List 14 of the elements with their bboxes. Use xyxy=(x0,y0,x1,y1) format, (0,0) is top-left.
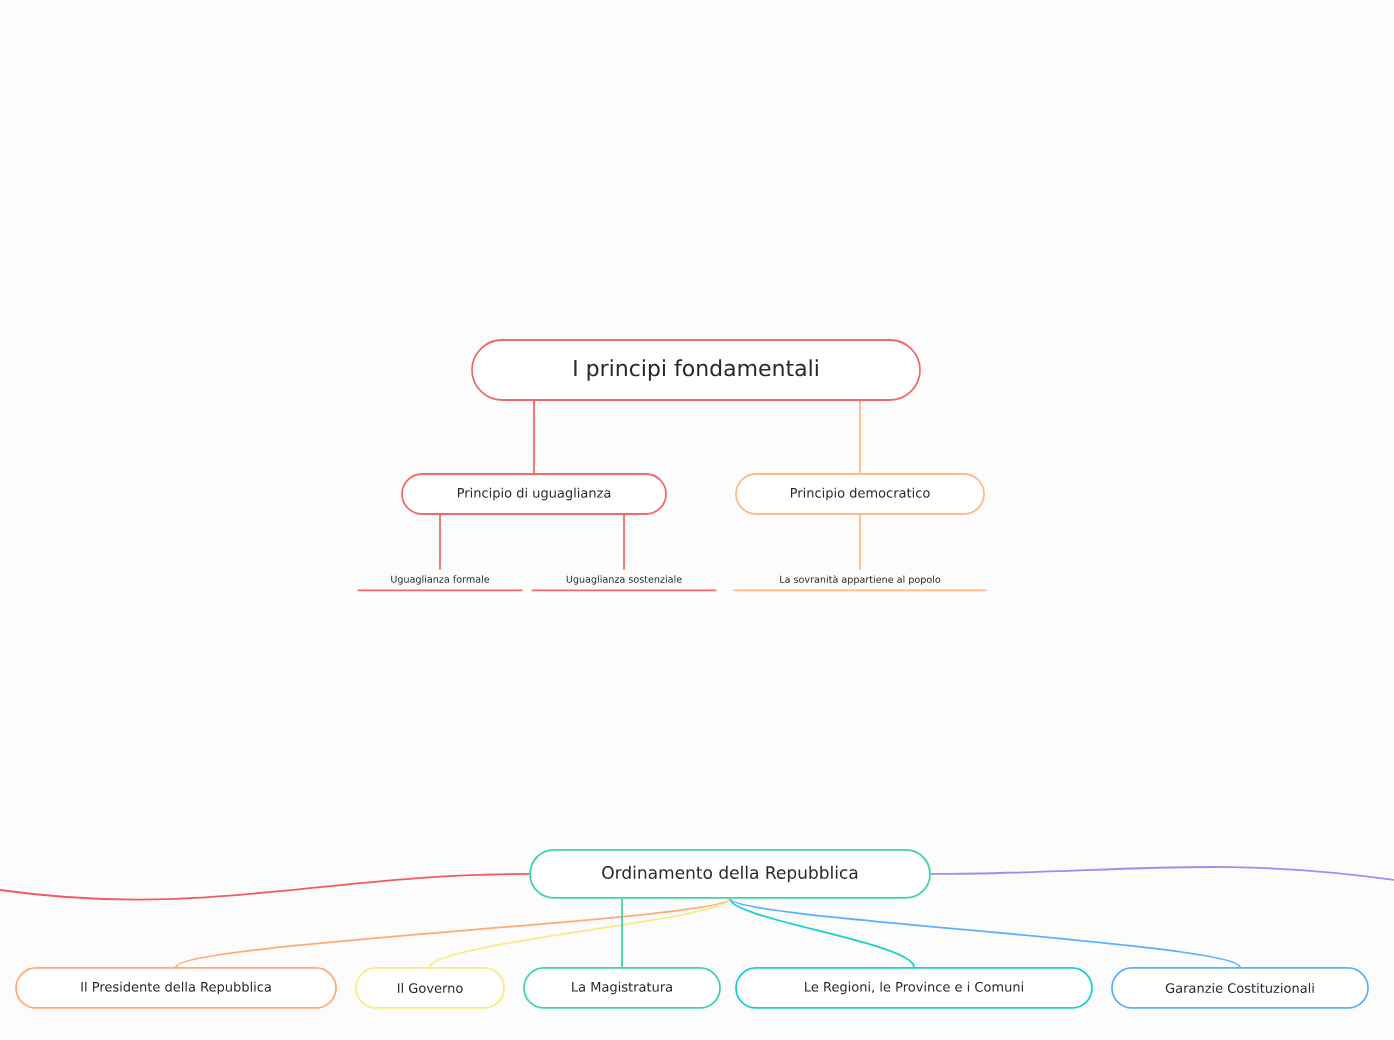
connector xyxy=(0,873,530,901)
connector xyxy=(621,897,623,968)
topic-box: I principi fondamentali xyxy=(471,339,921,401)
connector xyxy=(859,400,861,474)
connector xyxy=(729,897,1241,968)
connector xyxy=(623,514,625,571)
connector xyxy=(930,866,1394,881)
connector xyxy=(533,400,535,474)
topic-box: Ordinamento della Repubblica xyxy=(529,849,931,899)
connector xyxy=(439,514,441,571)
connector xyxy=(859,514,861,571)
connector xyxy=(729,897,915,968)
connector xyxy=(429,897,731,968)
connector xyxy=(175,897,731,968)
